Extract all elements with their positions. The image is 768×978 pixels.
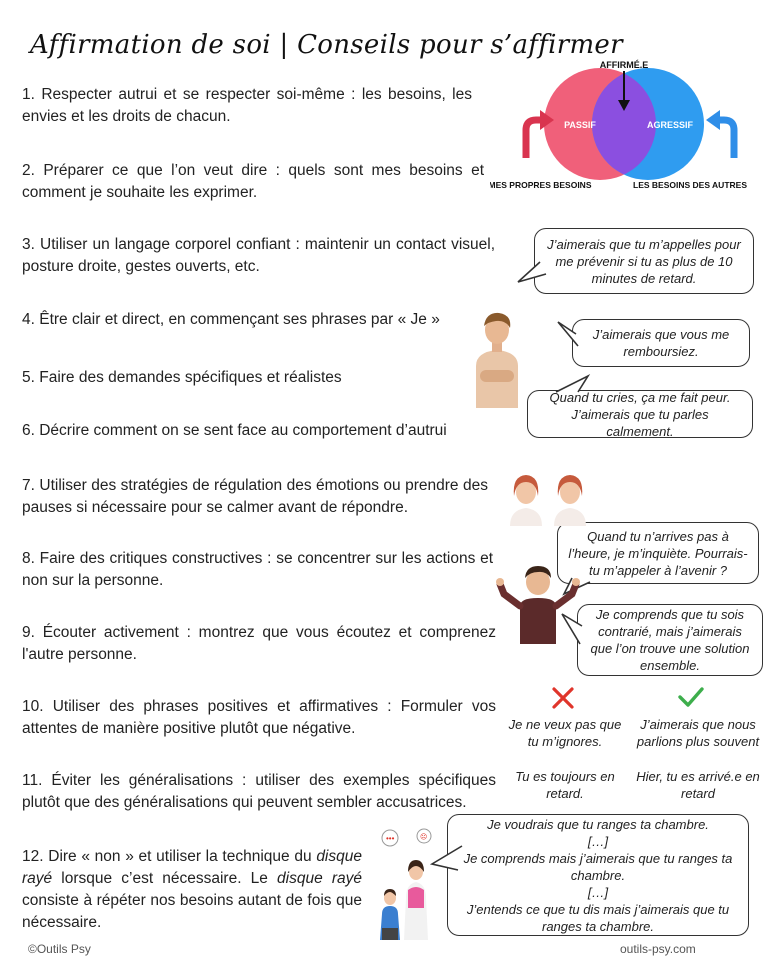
- tip-9: 9. Écouter activement : montrez que vous…: [22, 624, 496, 663]
- tip-1: 1. Respecter autrui et se respecter soi-…: [22, 86, 472, 125]
- tip-3: 3. Utiliser un langage corporel confiant…: [22, 236, 495, 275]
- speech-dots-icon: [381, 829, 399, 847]
- tip-8: 8. Faire des critiques constructives : s…: [22, 550, 493, 589]
- agressif-label: AGRESSIF: [647, 120, 694, 130]
- tip-10: 10. Utiliser des phrases positives et af…: [22, 698, 496, 737]
- left-arrowhead-icon: [540, 110, 554, 130]
- speech-bubble-2: J’aimerais que vous me remboursiez.: [572, 319, 750, 367]
- right-curved-arrow-icon: [718, 116, 738, 158]
- besoins-autres-label: LES BESOINS DES AUTRES: [633, 180, 747, 190]
- right-arrowhead-icon: [706, 110, 720, 130]
- speech-bubble-4: Quand tu n’arrives pas à l’heure, je m’i…: [557, 522, 759, 584]
- tip-6: 6. Décrire comment on se sent face au co…: [22, 422, 447, 439]
- speech-bubble-1: J’aimerais que tu m’appelles pour me pré…: [534, 228, 754, 294]
- tip-5: 5. Faire des demandes spécifiques et réa…: [22, 369, 342, 386]
- tip-4: 4. Être clair et direct, en commençant s…: [22, 311, 440, 328]
- women-faces-illustration: [510, 475, 586, 526]
- check-icon: [678, 687, 704, 707]
- disque-raye-term: disque rayé: [22, 848, 362, 887]
- specific-example: Hier, tu es arrivé.e en retard: [636, 769, 760, 801]
- generalization-example: Tu es toujours en retard.: [515, 769, 615, 801]
- page-title: Affirmation de soi | Conseils pour s’aff…: [30, 30, 623, 60]
- svg-text:•••: •••: [386, 834, 395, 843]
- disque-raye-term-2: disque rayé: [277, 870, 362, 887]
- tip-2: 2. Préparer ce que l’on veut dire : quel…: [22, 162, 484, 201]
- boy-shrugging-illustration: [496, 566, 580, 644]
- down-arrowhead-icon: [618, 100, 630, 111]
- affirme-overlap: [592, 68, 656, 180]
- negative-example: Je ne veux pas que tu m’ignores.: [508, 717, 622, 749]
- footer-website: outils-psy.com: [620, 942, 696, 956]
- assertiveness-diagram: AFFIRMÉ.E PASSIF AGRESSIF MES PROPRES BE…: [490, 60, 747, 190]
- speech-bubble-6: Je voudrais que tu ranges ta chambre. [……: [447, 814, 749, 936]
- passif-label: PASSIF: [564, 120, 596, 130]
- speech-bubble-3: Quand tu cries, ça me fait peur. J’aimer…: [527, 390, 753, 439]
- tip-11: 11. Éviter les généralisations : utilise…: [22, 772, 496, 811]
- left-curved-arrow-icon: [522, 116, 542, 158]
- positive-example: J’aimerais que nous parlions plus souven…: [636, 717, 760, 749]
- mes-besoins-label: MES PROPRES BESOINS: [490, 180, 592, 190]
- affirme-label: AFFIRMÉ.E: [600, 60, 649, 70]
- svg-text:☹: ☹: [420, 833, 427, 841]
- speech-bubble-5: Je comprends que tu sois contrarié, mais…: [577, 604, 763, 676]
- tip-7: 7. Utiliser des stratégies de régulation…: [22, 477, 488, 516]
- cross-icon: [552, 687, 574, 709]
- footer-copyright: ©Outils Psy: [28, 942, 91, 956]
- parent-child-illustration: ••• ☹: [380, 828, 432, 940]
- tip-12: 12. Dire « non » et utiliser la techniqu…: [22, 848, 362, 931]
- man-arms-crossed-illustration: [476, 312, 518, 408]
